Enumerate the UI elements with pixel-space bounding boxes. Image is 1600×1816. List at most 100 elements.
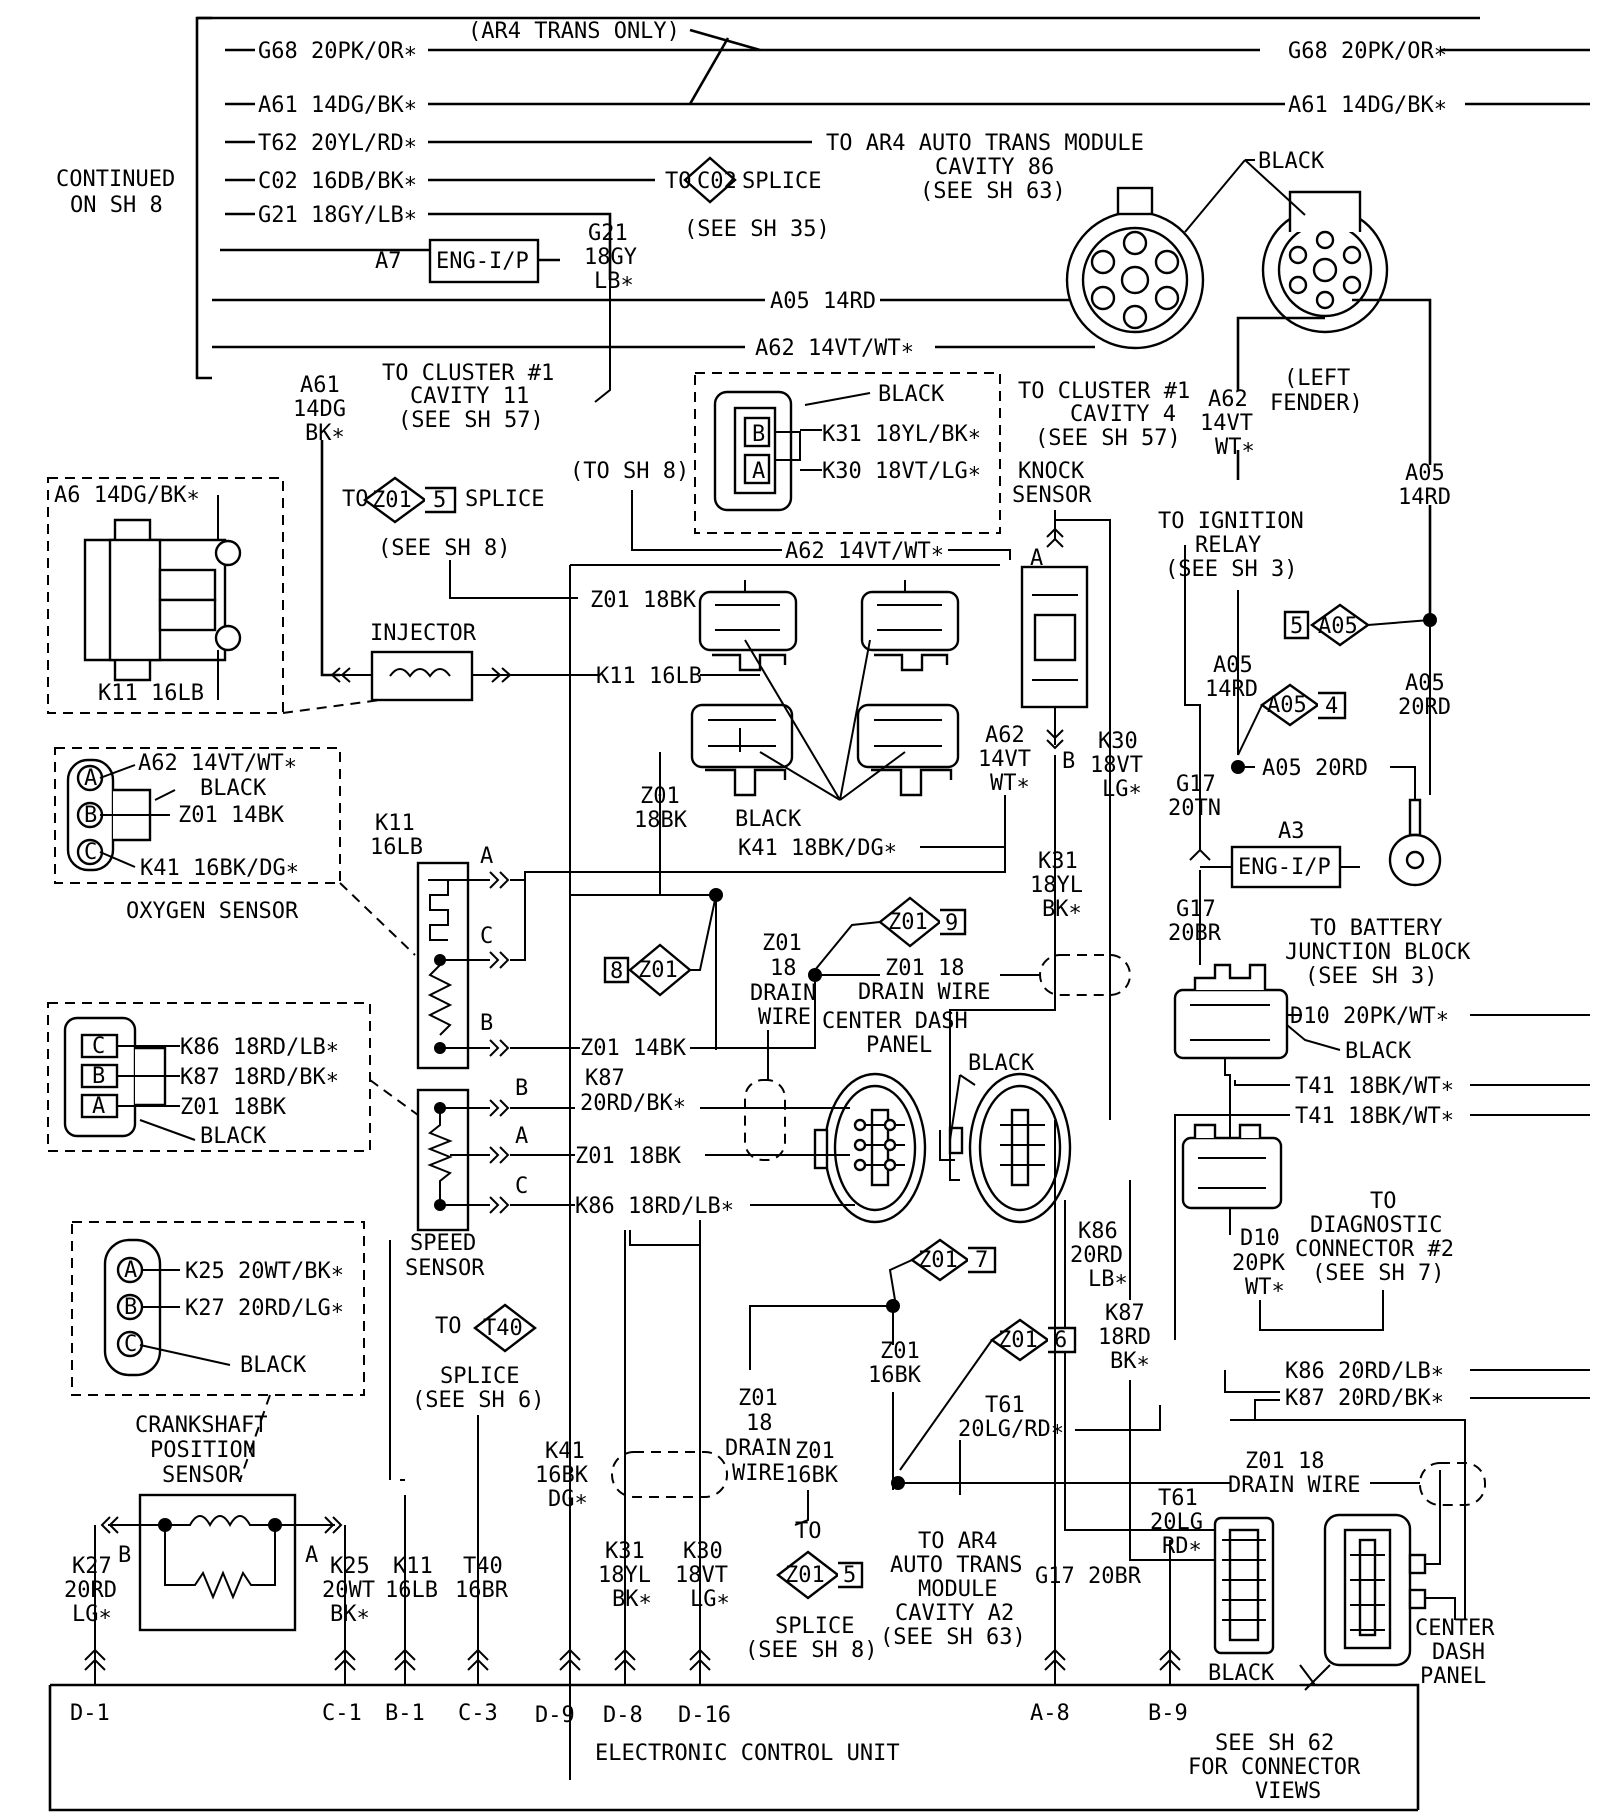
k87-20rd-wire — [1254, 1397, 1590, 1420]
k87-speed-line2: 20RD/BK∗ — [580, 1091, 686, 1116]
knock-pin-a: A — [1030, 546, 1043, 571]
z01-5b-splice-line1: SPLICE — [775, 1614, 854, 1639]
z01-5b-number: 5 — [843, 1563, 856, 1588]
to-cluster4-line2: CAVITY 4 — [1070, 402, 1176, 427]
a05-right-line1: A05 — [1405, 461, 1445, 486]
k86-cdp-line2: 20RD — [1070, 1243, 1123, 1268]
to-sh8-label: (TO SH 8) — [570, 459, 689, 484]
crank-elem-pin-b: B — [118, 1543, 131, 1568]
to-cluster4-line3: (SEE SH 57) — [1035, 426, 1181, 451]
k86-20rd-label: K86 20RD/LB∗ — [1285, 1359, 1444, 1384]
z01-splice-wire-3 — [749, 1305, 894, 1490]
ecu-pin-d8: D-8 — [603, 1703, 643, 1728]
t40-bottom-line2: 16BR — [455, 1578, 509, 1603]
connector-bottom-right — [856, 703, 960, 797]
k27-line1: K27 — [72, 1554, 112, 1579]
crank-elem-pin-a: A — [305, 1543, 318, 1568]
left-fender-line1: (LEFT — [1284, 366, 1350, 391]
k86-18rd-speed-label: K86 18RD/LB∗ — [575, 1194, 734, 1219]
o2-pin-a: A — [84, 766, 97, 791]
relay-k86-label: K86 18RD/LB∗ — [180, 1035, 339, 1060]
k41-vertical-line3: DG∗ — [548, 1487, 588, 1512]
o2-leader — [339, 882, 416, 956]
black-arrows-top — [1184, 159, 1306, 233]
a05-20rd-ring-wire — [1390, 766, 1416, 800]
g68-label-right: G68 20PK/OR∗ — [1288, 39, 1447, 64]
round-connector-left — [1065, 186, 1205, 350]
electronic-control-unit — [48, 1683, 1420, 1812]
d10-connector — [1173, 905, 1341, 1200]
z01-right-frame-wire — [1230, 1419, 1466, 1620]
eng-ip-top-box: ENG-I/P — [436, 249, 529, 274]
a05-4-diamond — [1237, 683, 1347, 756]
k11-16lb-h-label: K11 16LB — [596, 664, 702, 689]
a05-5-number: 5 — [1290, 614, 1303, 639]
t41-wire-a — [1234, 1080, 1590, 1086]
oxygen-sensor-box — [54, 747, 341, 884]
crank-black-label: BLACK — [240, 1353, 307, 1378]
z01-drain-v3: DRAIN — [750, 981, 816, 1006]
ecu-pin-b1: B-1 — [385, 1701, 425, 1726]
z01-drain3-line1: Z01 18 — [1245, 1449, 1324, 1474]
injector — [330, 650, 760, 702]
g21-vertical-line3: LB∗ — [594, 269, 634, 294]
to-cluster11-line2: CAVITY 11 — [410, 384, 529, 409]
crank-title-line2: POSITION — [150, 1438, 256, 1463]
d10-right-label: D10 20PK/WT∗ — [1290, 1004, 1449, 1029]
z01-5-diamond — [362, 476, 457, 524]
g21-vertical-line1: G21 — [588, 221, 628, 246]
continued-line1: CONTINUED — [56, 167, 175, 192]
z01-16bk-cdp-line1: Z01 — [880, 1339, 920, 1364]
a61-label-right: A61 14DG/BK∗ — [1288, 93, 1447, 118]
g68-label-left: G68 20PK/OR∗ — [258, 39, 417, 64]
z01-6-number: 6 — [1054, 1328, 1067, 1353]
z01-9-number: 9 — [945, 911, 958, 936]
crank-leader — [239, 1394, 271, 1481]
speed-pin-a: A — [515, 1124, 528, 1149]
z01-drain-h2: DRAIN WIRE — [858, 980, 990, 1005]
o2-pin-c: C — [84, 840, 97, 865]
z01-6-diamond-text: Z01 — [998, 1328, 1038, 1353]
z01-5-splice-label: SPLICE — [465, 487, 544, 512]
to-battery-line1: TO BATTERY — [1310, 916, 1442, 941]
g17-20tn-line2: 20TN — [1168, 796, 1221, 821]
g17-20tn-line1: G17 — [1176, 772, 1216, 797]
to-diag-line2: DIAGNOSTIC — [1310, 1213, 1442, 1238]
eng-ip-top — [220, 238, 560, 284]
k31-knock-line1: K31 — [1038, 849, 1078, 874]
wire-a61-vertical — [320, 440, 340, 677]
to-ar4a2-line1: TO AR4 — [918, 1529, 997, 1554]
a05-20rd-right-line2: 20RD — [1398, 695, 1451, 720]
crank-pin-b: B — [124, 1295, 137, 1320]
g17-20tn-wire — [1184, 545, 1201, 820]
ecu-title: ELECTRONIC CONTROL UNIT — [595, 1741, 900, 1766]
z01-18bk-speed-label: Z01 18BK — [575, 1144, 682, 1169]
to-c02-to: TO — [665, 169, 692, 194]
black-cdp-arrows — [949, 1074, 976, 1141]
ecu-pin-d1: D-1 — [70, 1701, 110, 1726]
connector-top-right — [860, 580, 960, 672]
z01-14bk-label: Z01 14BK — [580, 1036, 687, 1061]
a3-label: A3 — [1278, 819, 1305, 844]
o2-black-label: BLACK — [200, 776, 267, 801]
speed-to-cdp-wires — [700, 1107, 855, 1206]
black-mid-label: BLACK — [735, 807, 802, 832]
a62-knock-line2: 14VT — [978, 747, 1031, 772]
injector-connector-box — [47, 477, 284, 714]
k30-knock-line3: LG∗ — [1102, 777, 1142, 802]
speed-pin-b: B — [515, 1076, 528, 1101]
k87-speed-line1: K87 — [585, 1066, 625, 1091]
to-diag-line3: CONNECTOR #2 — [1295, 1237, 1454, 1262]
ring-terminal — [1388, 798, 1442, 887]
to-ar4-module-line2: CAVITY 86 — [935, 155, 1054, 180]
a05-4-diamond-text: A05 — [1267, 693, 1307, 718]
z01-drain2-v4: WIRE — [732, 1461, 785, 1486]
z01-18bk-top-wire — [449, 560, 578, 599]
relay-black-label: BLACK — [878, 382, 945, 407]
see-sh8-label-a: (SEE SH 8) — [378, 536, 510, 561]
wire-g68 — [225, 28, 1590, 52]
k11-vertical-line2: 16LB — [370, 835, 423, 860]
z01-splice-wire-1 — [570, 894, 717, 1050]
to-diag-wire — [1259, 1290, 1384, 1331]
wire-a61 — [225, 37, 1590, 106]
